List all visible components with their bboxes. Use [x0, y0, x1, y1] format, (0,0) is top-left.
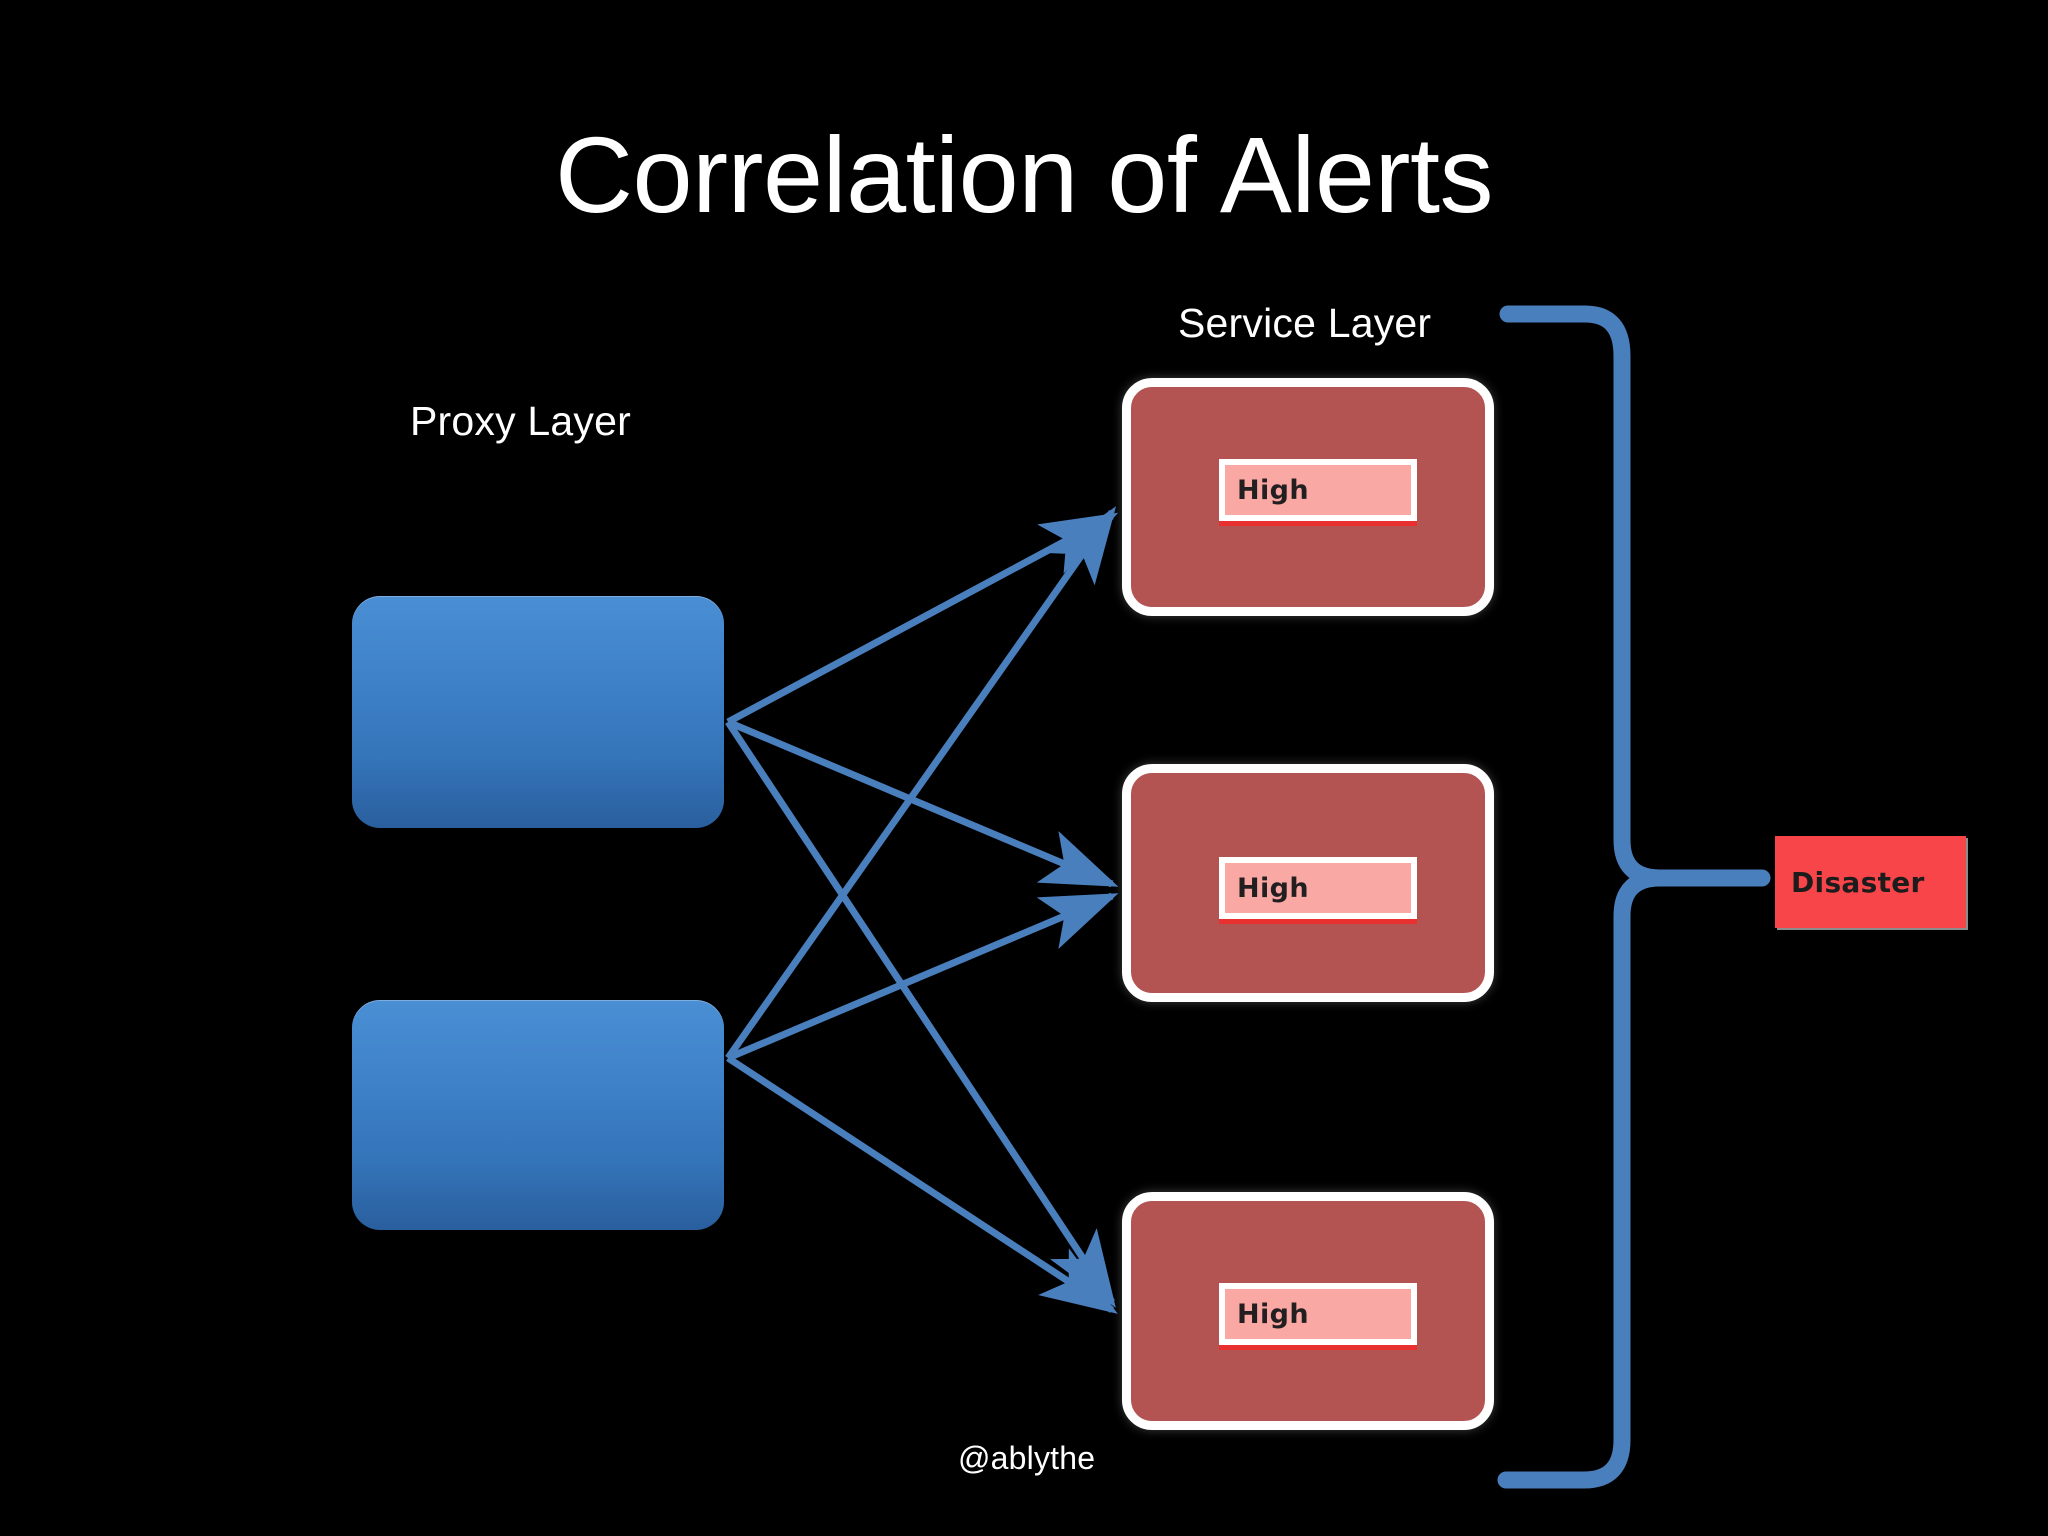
disaster-label: Disaster	[1791, 865, 1925, 899]
severity-label-1: High	[1237, 474, 1310, 506]
severity-chip-3: High	[1219, 1283, 1417, 1345]
connector-p1-s3	[725, 720, 1116, 1308]
page-title: Correlation of Alerts	[555, 114, 1493, 235]
service-layer-label: Service Layer	[1178, 300, 1432, 346]
connector-p2-s2	[726, 892, 1119, 1062]
service-node-2[interactable]: High	[1122, 764, 1494, 1002]
connector-p2-s1	[725, 506, 1117, 1061]
connector-p1-s2	[726, 718, 1119, 888]
service-node-1[interactable]: High	[1122, 378, 1494, 616]
service-node-3[interactable]: High	[1122, 1192, 1494, 1430]
connector-p2-s3	[726, 1055, 1118, 1314]
author-watermark: @ablythe	[958, 1440, 1096, 1476]
connector-p1-s1	[726, 512, 1119, 726]
severity-chip-2: High	[1219, 857, 1417, 919]
severity-label-3: High	[1237, 1298, 1310, 1330]
disaster-box[interactable]: Disaster	[1775, 836, 1966, 928]
proxy-layer-label: Proxy Layer	[410, 398, 631, 444]
severity-label-2: High	[1237, 872, 1310, 904]
proxy-node-1[interactable]	[352, 596, 724, 828]
proxy-node-2[interactable]	[352, 1000, 724, 1230]
brace-path	[1497, 305, 1771, 1489]
severity-chip-1: High	[1219, 459, 1417, 521]
